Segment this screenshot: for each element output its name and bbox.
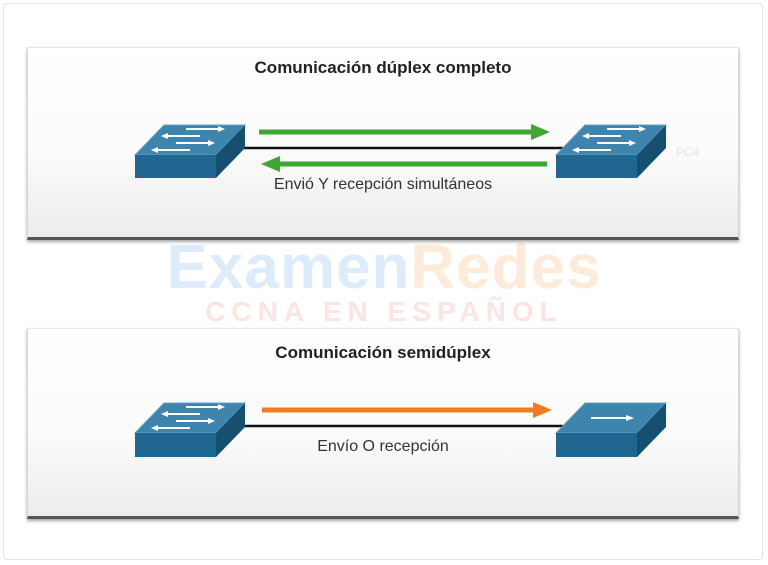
switch-icon <box>554 124 668 178</box>
device-label: PC4 <box>676 145 700 159</box>
full-duplex-caption: Envió Y recepción simultáneos <box>273 176 493 193</box>
switch-icon <box>554 402 668 457</box>
full-duplex-panel: Comunicación dúplex completo <box>27 47 739 240</box>
full-duplex-title: Comunicación dúplex completo <box>254 58 512 77</box>
half-duplex-title: Comunicación semidúplex <box>275 343 491 362</box>
switch-icon <box>133 124 247 178</box>
half-duplex-diagram <box>133 402 668 457</box>
arrow-right-icon <box>259 124 550 140</box>
half-duplex-panel: Comunicación semidúplex <box>27 328 739 519</box>
switch-icon <box>133 402 247 457</box>
full-duplex-diagram <box>133 124 668 178</box>
half-duplex-caption: Envío O recepción <box>317 438 449 455</box>
arrow-right-icon <box>262 402 552 418</box>
arrow-left-icon <box>261 156 547 172</box>
